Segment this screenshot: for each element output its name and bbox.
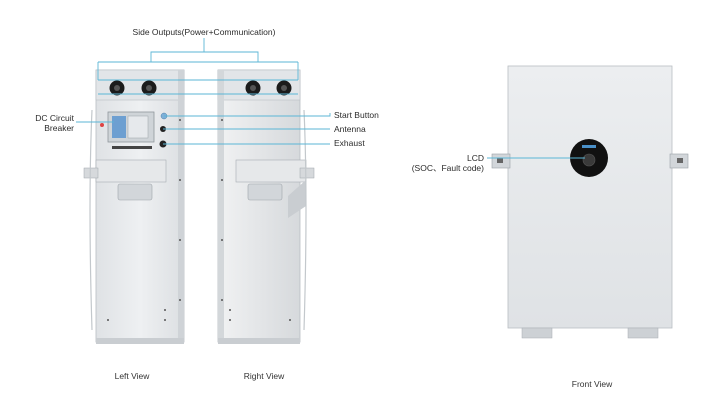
left-cabinet-top-panel	[95, 69, 185, 101]
lcd-label-line1: LCD	[466, 153, 484, 163]
dc-breaker-label-line1: DC Circuit	[35, 113, 74, 123]
front-view-caption: Front View	[571, 379, 613, 389]
left-handle-recess	[117, 183, 153, 201]
exhaust-label: Exhaust	[334, 138, 365, 148]
front-cabinet-body	[507, 65, 673, 329]
dc-breaker-label-line2: Breaker	[44, 123, 74, 133]
side-outputs-label: Side Outputs(Power+Communication)	[132, 27, 276, 37]
front-foot-left	[521, 327, 553, 339]
right-cabinet-body	[217, 69, 301, 343]
start-button-callout	[164, 113, 331, 117]
left-cabinet-body	[95, 69, 185, 343]
lcd-screen	[582, 153, 596, 167]
callout-lines	[76, 38, 585, 159]
right-handle-recess	[247, 183, 283, 201]
right-side-bracket	[235, 159, 307, 183]
left-view-caption: Left View	[114, 371, 150, 381]
left-side-bracket	[95, 159, 167, 183]
front-view-cabinet	[491, 65, 689, 339]
dc-breaker-switch	[112, 116, 126, 138]
antenna-label: Antenna	[334, 124, 366, 134]
start-button-label: Start Button	[334, 110, 379, 120]
side-outputs-callout-top	[150, 51, 259, 62]
right-view-caption: Right View	[243, 371, 285, 381]
left-view-cabinet	[83, 69, 185, 344]
left-cabinet-side-edge	[178, 70, 184, 342]
front-foot-right	[627, 327, 659, 339]
lcd-label-line2: (SOC、Fault code)	[411, 163, 484, 173]
right-view-cabinet	[217, 69, 315, 344]
